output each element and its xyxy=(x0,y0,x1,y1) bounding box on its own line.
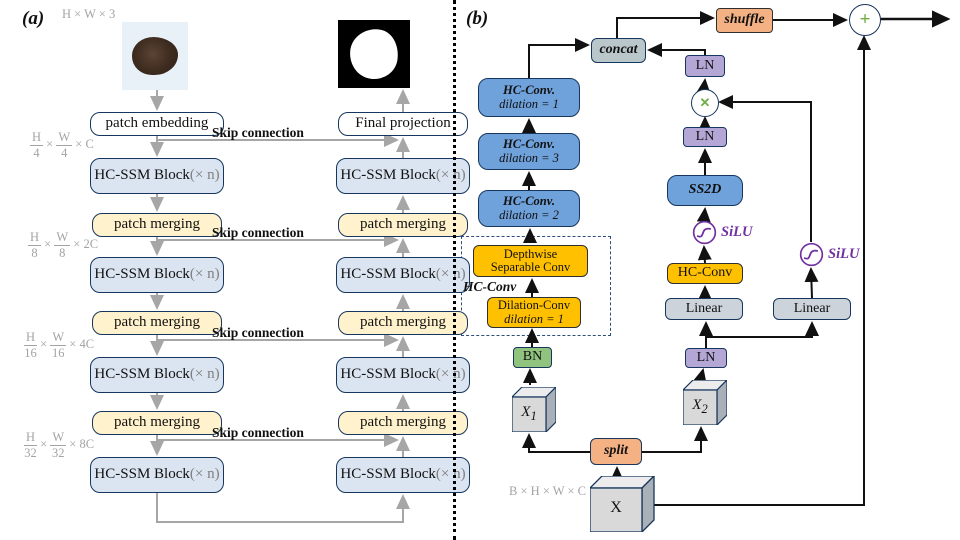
hcssm-block-enc-3: HC-SSM Block(× n) xyxy=(90,357,224,393)
patch-merging-dec-2: patch merging xyxy=(338,311,468,335)
shuffle-box: shuffle xyxy=(716,8,773,33)
lesion-image xyxy=(122,22,188,90)
hc-conv-group-label: HC-Conv xyxy=(463,279,517,294)
b-input-dim-label: B × H × W × C xyxy=(509,484,586,498)
depthwise-separable-conv-box: Depthwise Separable Conv xyxy=(473,245,588,277)
silu-label-right: SiLU xyxy=(828,246,860,262)
dilation-conv-box: Dilation-Conv dilation = 1 xyxy=(487,297,581,328)
patch-merging-dec-1: patch merging xyxy=(338,213,468,237)
hcssm-block-dec-2: HC-SSM Block(× n) xyxy=(336,257,470,293)
mask-blob xyxy=(346,25,402,83)
patch-merging-enc-1: patch merging xyxy=(92,213,222,237)
hcssm-block-dec-3: HC-SSM Block(× n) xyxy=(336,357,470,393)
ln-box-top: LN xyxy=(685,55,725,77)
ln-box-bottom: LN xyxy=(685,348,727,368)
skip-connection-label-1: Skip connection xyxy=(212,125,304,140)
silu-label-left: SiLU xyxy=(721,224,753,240)
x-tensor-cube: X xyxy=(588,474,656,537)
patch-merging-enc-3: patch merging xyxy=(92,411,222,435)
mask-image xyxy=(338,20,410,88)
x1-tensor-cube: X1 xyxy=(510,385,558,437)
hcssm-block-enc-4: HC-SSM Block(× n) xyxy=(90,457,224,493)
linear-box-left: Linear xyxy=(665,298,743,320)
skip-connection-label-4: Skip connection xyxy=(212,425,304,440)
skip-connection-label-3: Skip connection xyxy=(212,325,304,340)
final-projection-box: Final projection xyxy=(338,112,468,136)
x2-label: X2 xyxy=(692,397,708,416)
input-dim-label: H × W × 3 xyxy=(62,7,116,21)
linear-box-right: Linear xyxy=(773,298,851,320)
hc-conv-dilation-2-box: HC-Conv. dilation = 2 xyxy=(478,190,580,227)
hcssm-block-enc-1: HC-SSM Block(× n) xyxy=(90,158,224,194)
bn-box: BN xyxy=(513,347,552,368)
multiply-icon: ✕ xyxy=(691,89,719,117)
add-icon: + xyxy=(849,4,881,36)
lesion-blob xyxy=(132,37,178,75)
ss2d-box: SS2D xyxy=(667,175,743,206)
x1-label: X1 xyxy=(521,404,537,423)
skip-connection-label-2: Skip connection xyxy=(212,225,304,240)
hc-conv-box: HC-Conv xyxy=(667,263,743,284)
patch-merging-enc-2: patch merging xyxy=(92,311,222,335)
x2-tensor-cube: X2 xyxy=(681,378,729,430)
hc-conv-dilation-1-box: HC-Conv. dilation = 1 xyxy=(478,78,580,117)
concat-box: concat xyxy=(591,38,646,63)
panel-divider xyxy=(453,0,456,540)
silu-icon-right xyxy=(799,242,824,272)
hc-conv-dilation-3-box: HC-Conv. dilation = 3 xyxy=(478,133,580,170)
patch-merging-dec-3: patch merging xyxy=(338,411,468,435)
ln-box-middle: LN xyxy=(683,127,727,147)
split-box: split xyxy=(590,438,642,465)
hcssm-block-enc-2: HC-SSM Block(× n) xyxy=(90,257,224,293)
x-label: X xyxy=(610,499,622,516)
panel-b-label: (b) xyxy=(466,8,489,29)
hcssm-block-dec-1: HC-SSM Block(× n) xyxy=(336,158,470,194)
panel-a-label: (a) xyxy=(22,8,45,29)
hcssm-block-dec-4: HC-SSM Block(× n) xyxy=(336,457,470,493)
patch-embedding-box: patch embedding xyxy=(90,112,224,136)
silu-icon-left xyxy=(692,220,717,250)
